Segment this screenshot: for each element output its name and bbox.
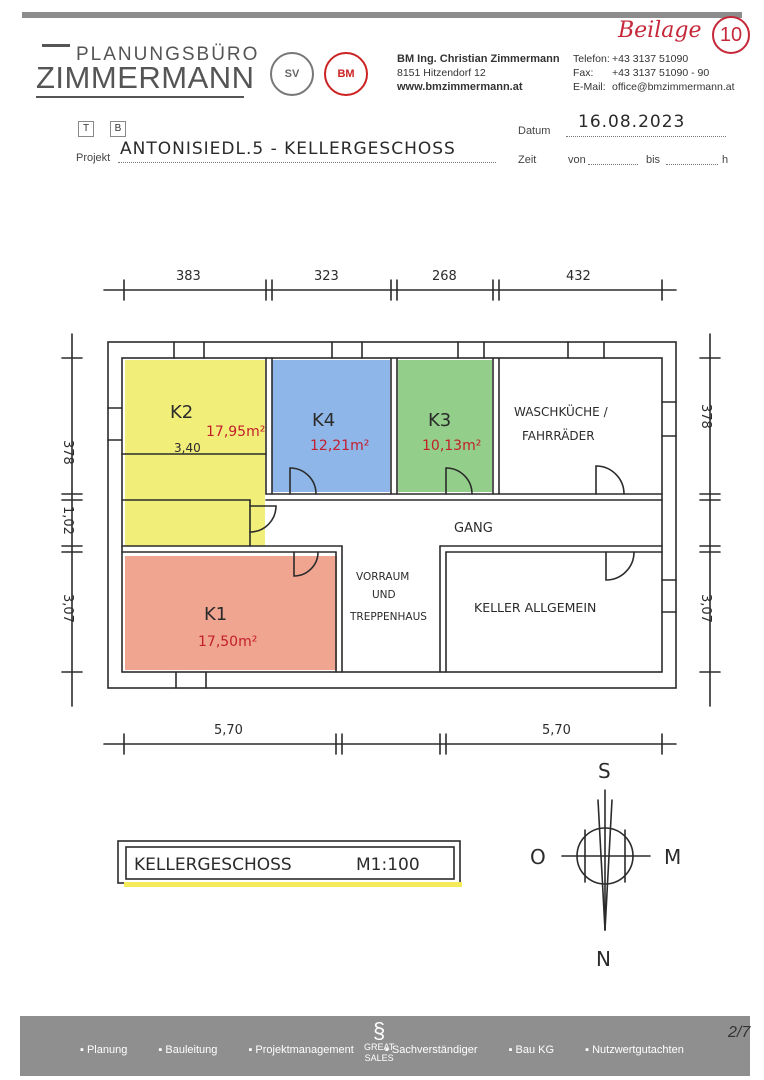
room-vorraum-line3: TREPPENHAUS — [349, 611, 427, 623]
dim-top-3: 268 — [432, 269, 457, 284]
top-bar — [22, 12, 742, 18]
dim-top-2: 323 — [314, 269, 339, 284]
company-name: BM Ing. Christian Zimmermann — [397, 53, 560, 65]
contact-values: +43 3137 51090 +43 3137 51090 - 90 offic… — [612, 52, 735, 94]
zeit-label: Zeit — [518, 154, 537, 166]
dim-top-4: 432 — [566, 269, 591, 284]
title-highlight — [124, 882, 462, 887]
logo-underline — [36, 96, 244, 98]
room-k3-fill — [398, 360, 492, 492]
room-k1-area: 17,50m² — [198, 634, 257, 650]
dim-bottom-2: 5,70 — [542, 723, 571, 738]
projekt-line — [118, 162, 496, 163]
email-label: E-Mail: — [573, 81, 606, 93]
room-k4-fill — [272, 360, 390, 492]
room-vorraum-line1: VORRAUM — [356, 571, 409, 583]
compass-bottom: N — [596, 947, 611, 971]
room-wasch-line1: WASCHKÜCHE / — [514, 403, 609, 419]
phone-value: +43 3137 51090 — [612, 53, 689, 65]
compass-right: M — [664, 845, 681, 869]
room-k2-name: K2 — [170, 402, 193, 423]
company-address: 8151 Hitzendorf 12 — [397, 67, 486, 79]
compass-top: S — [598, 759, 611, 783]
beilage-number: 10 — [712, 16, 750, 54]
outer-wall-inner — [121, 357, 663, 673]
footer-item-nutzwertgutachten: ▪ Nutzwertgutachten — [585, 1044, 684, 1056]
room-k2-fill — [125, 360, 265, 546]
room-k1-name: K1 — [204, 604, 227, 625]
footer-item-projektmanagement: ▪ Projektmanagement — [248, 1044, 354, 1056]
room-k4-name: K4 — [312, 410, 335, 431]
checkbox-t[interactable]: T — [78, 121, 94, 137]
von-label: von — [568, 154, 586, 166]
footer-item-sachverstaendiger: ▪ Sachverständiger — [384, 1044, 478, 1056]
projekt-value: ANTONISIEDL.5 - KELLERGESCHOSS — [120, 139, 456, 159]
bis-label: bis — [646, 154, 661, 166]
company-block: BM Ing. Christian Zimmermann 8151 Hitzen… — [397, 52, 560, 94]
sv-seal-icon: SV — [270, 52, 314, 96]
dim-right-2: 3,07 — [698, 594, 713, 623]
dim-left-1: 378 — [60, 440, 75, 465]
room-k3-area: 10,13m² — [422, 438, 481, 454]
beilage-label: Beilage — [618, 18, 702, 43]
datum-line — [566, 136, 726, 137]
company-web[interactable]: www.bmzimmermann.at — [397, 81, 523, 93]
room-k2-sub: 3,40 — [174, 441, 201, 455]
page-mark: 2/7 — [728, 1024, 751, 1041]
h-label: h — [722, 154, 729, 166]
compass-left: O — [530, 845, 546, 869]
footer-item-planung: ▪ Planung — [80, 1044, 128, 1056]
dim-left-2: 1,02 — [60, 506, 75, 535]
baumeister-seal-icon: BM — [324, 52, 368, 96]
room-k4-area: 12,21m² — [310, 438, 369, 454]
dim-right-1: 378 — [698, 404, 713, 429]
room-gang-name: GANG — [454, 521, 493, 536]
fax-label: Fax: — [573, 67, 594, 79]
email-value[interactable]: office@bmzimmermann.at — [612, 81, 735, 93]
dim-top-1: 383 — [176, 269, 201, 284]
footer-logo: § GREAT SALES — [364, 1018, 395, 1064]
floor-plan: 383 323 268 432 5,70 5,70 378 1,02 3,07 … — [60, 269, 721, 971]
footer-bar — [20, 1016, 750, 1076]
logo-top-text: PLANUNGSBÜRO — [76, 44, 260, 65]
bis-line — [666, 164, 718, 165]
datum-label: Datum — [518, 125, 551, 137]
outer-wall-outer — [107, 341, 677, 689]
room-k2-area: 17,95m² — [206, 424, 265, 440]
phone-label: Telefon: — [573, 53, 610, 65]
dim-left-3: 3,07 — [60, 594, 75, 623]
footer-items: ▪ Planung ▪ Bauleitung ▪ Projektmanageme… — [80, 1044, 712, 1056]
plan-scale: M1:100 — [356, 855, 420, 875]
footer-item-baukg: ▪ Bau KG — [508, 1044, 555, 1056]
checkbox-b[interactable]: B — [110, 121, 126, 137]
room-k3-name: K3 — [428, 410, 451, 431]
footer-item-bauleitung: ▪ Bauleitung — [158, 1044, 218, 1056]
logo-main-text: ZIMMERMANN — [36, 60, 255, 95]
room-keller-name: KELLER ALLGEMEIN — [474, 600, 596, 615]
footer-logo-icon: § — [373, 1018, 386, 1043]
contact-labels: Telefon: Fax: E-Mail: — [573, 52, 610, 94]
plan-title: KELLERGESCHOSS — [134, 855, 292, 875]
datum-value: 16.08.2023 — [578, 112, 686, 132]
logo-z-bar — [42, 44, 70, 47]
von-line — [588, 164, 638, 165]
room-wasch-line2: FAHRRÄDER — [522, 428, 595, 443]
fax-value: +43 3137 51090 - 90 — [612, 67, 710, 79]
dim-bottom-1: 5,70 — [214, 723, 243, 738]
projekt-label: Projekt — [76, 152, 111, 164]
room-vorraum-line2: UND — [372, 589, 396, 601]
